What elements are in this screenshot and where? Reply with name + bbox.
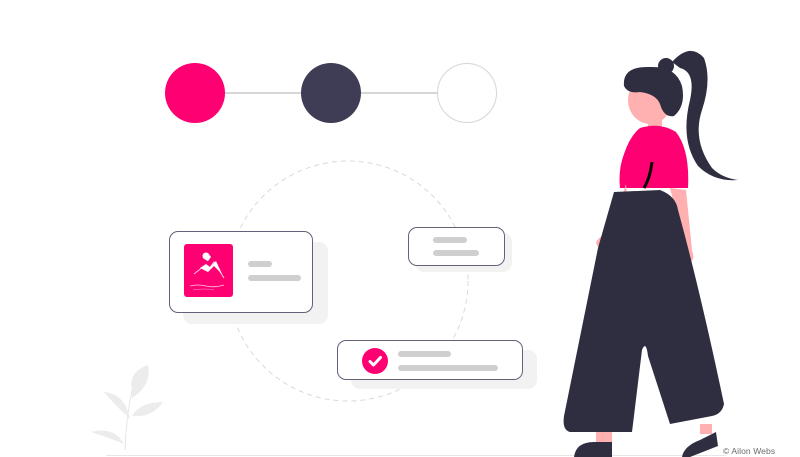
credit-text: © Ailon Webs	[723, 446, 776, 456]
check-badge	[362, 348, 388, 374]
text-card-title-placeholder	[433, 237, 467, 243]
check-card-subtitle-placeholder	[398, 365, 498, 371]
ground-line	[106, 455, 726, 456]
woman-figure	[563, 50, 738, 457]
check-icon	[368, 356, 382, 367]
step-2-current	[301, 63, 361, 123]
plant-illustration	[91, 365, 163, 451]
stepper-connector-1	[222, 92, 304, 94]
image-thumbnail	[184, 244, 233, 297]
image-icon	[189, 252, 225, 291]
step-1-completed	[165, 63, 225, 123]
stepper-connector-2	[358, 92, 440, 94]
image-card-subtitle-placeholder	[248, 275, 301, 281]
check-card-title-placeholder	[398, 351, 451, 357]
image-card-title-placeholder	[248, 261, 272, 267]
text-card-subtitle-placeholder	[433, 250, 479, 256]
check-card	[337, 340, 523, 380]
image-card	[169, 231, 313, 313]
text-card	[408, 227, 505, 266]
step-3-upcoming	[437, 63, 497, 123]
